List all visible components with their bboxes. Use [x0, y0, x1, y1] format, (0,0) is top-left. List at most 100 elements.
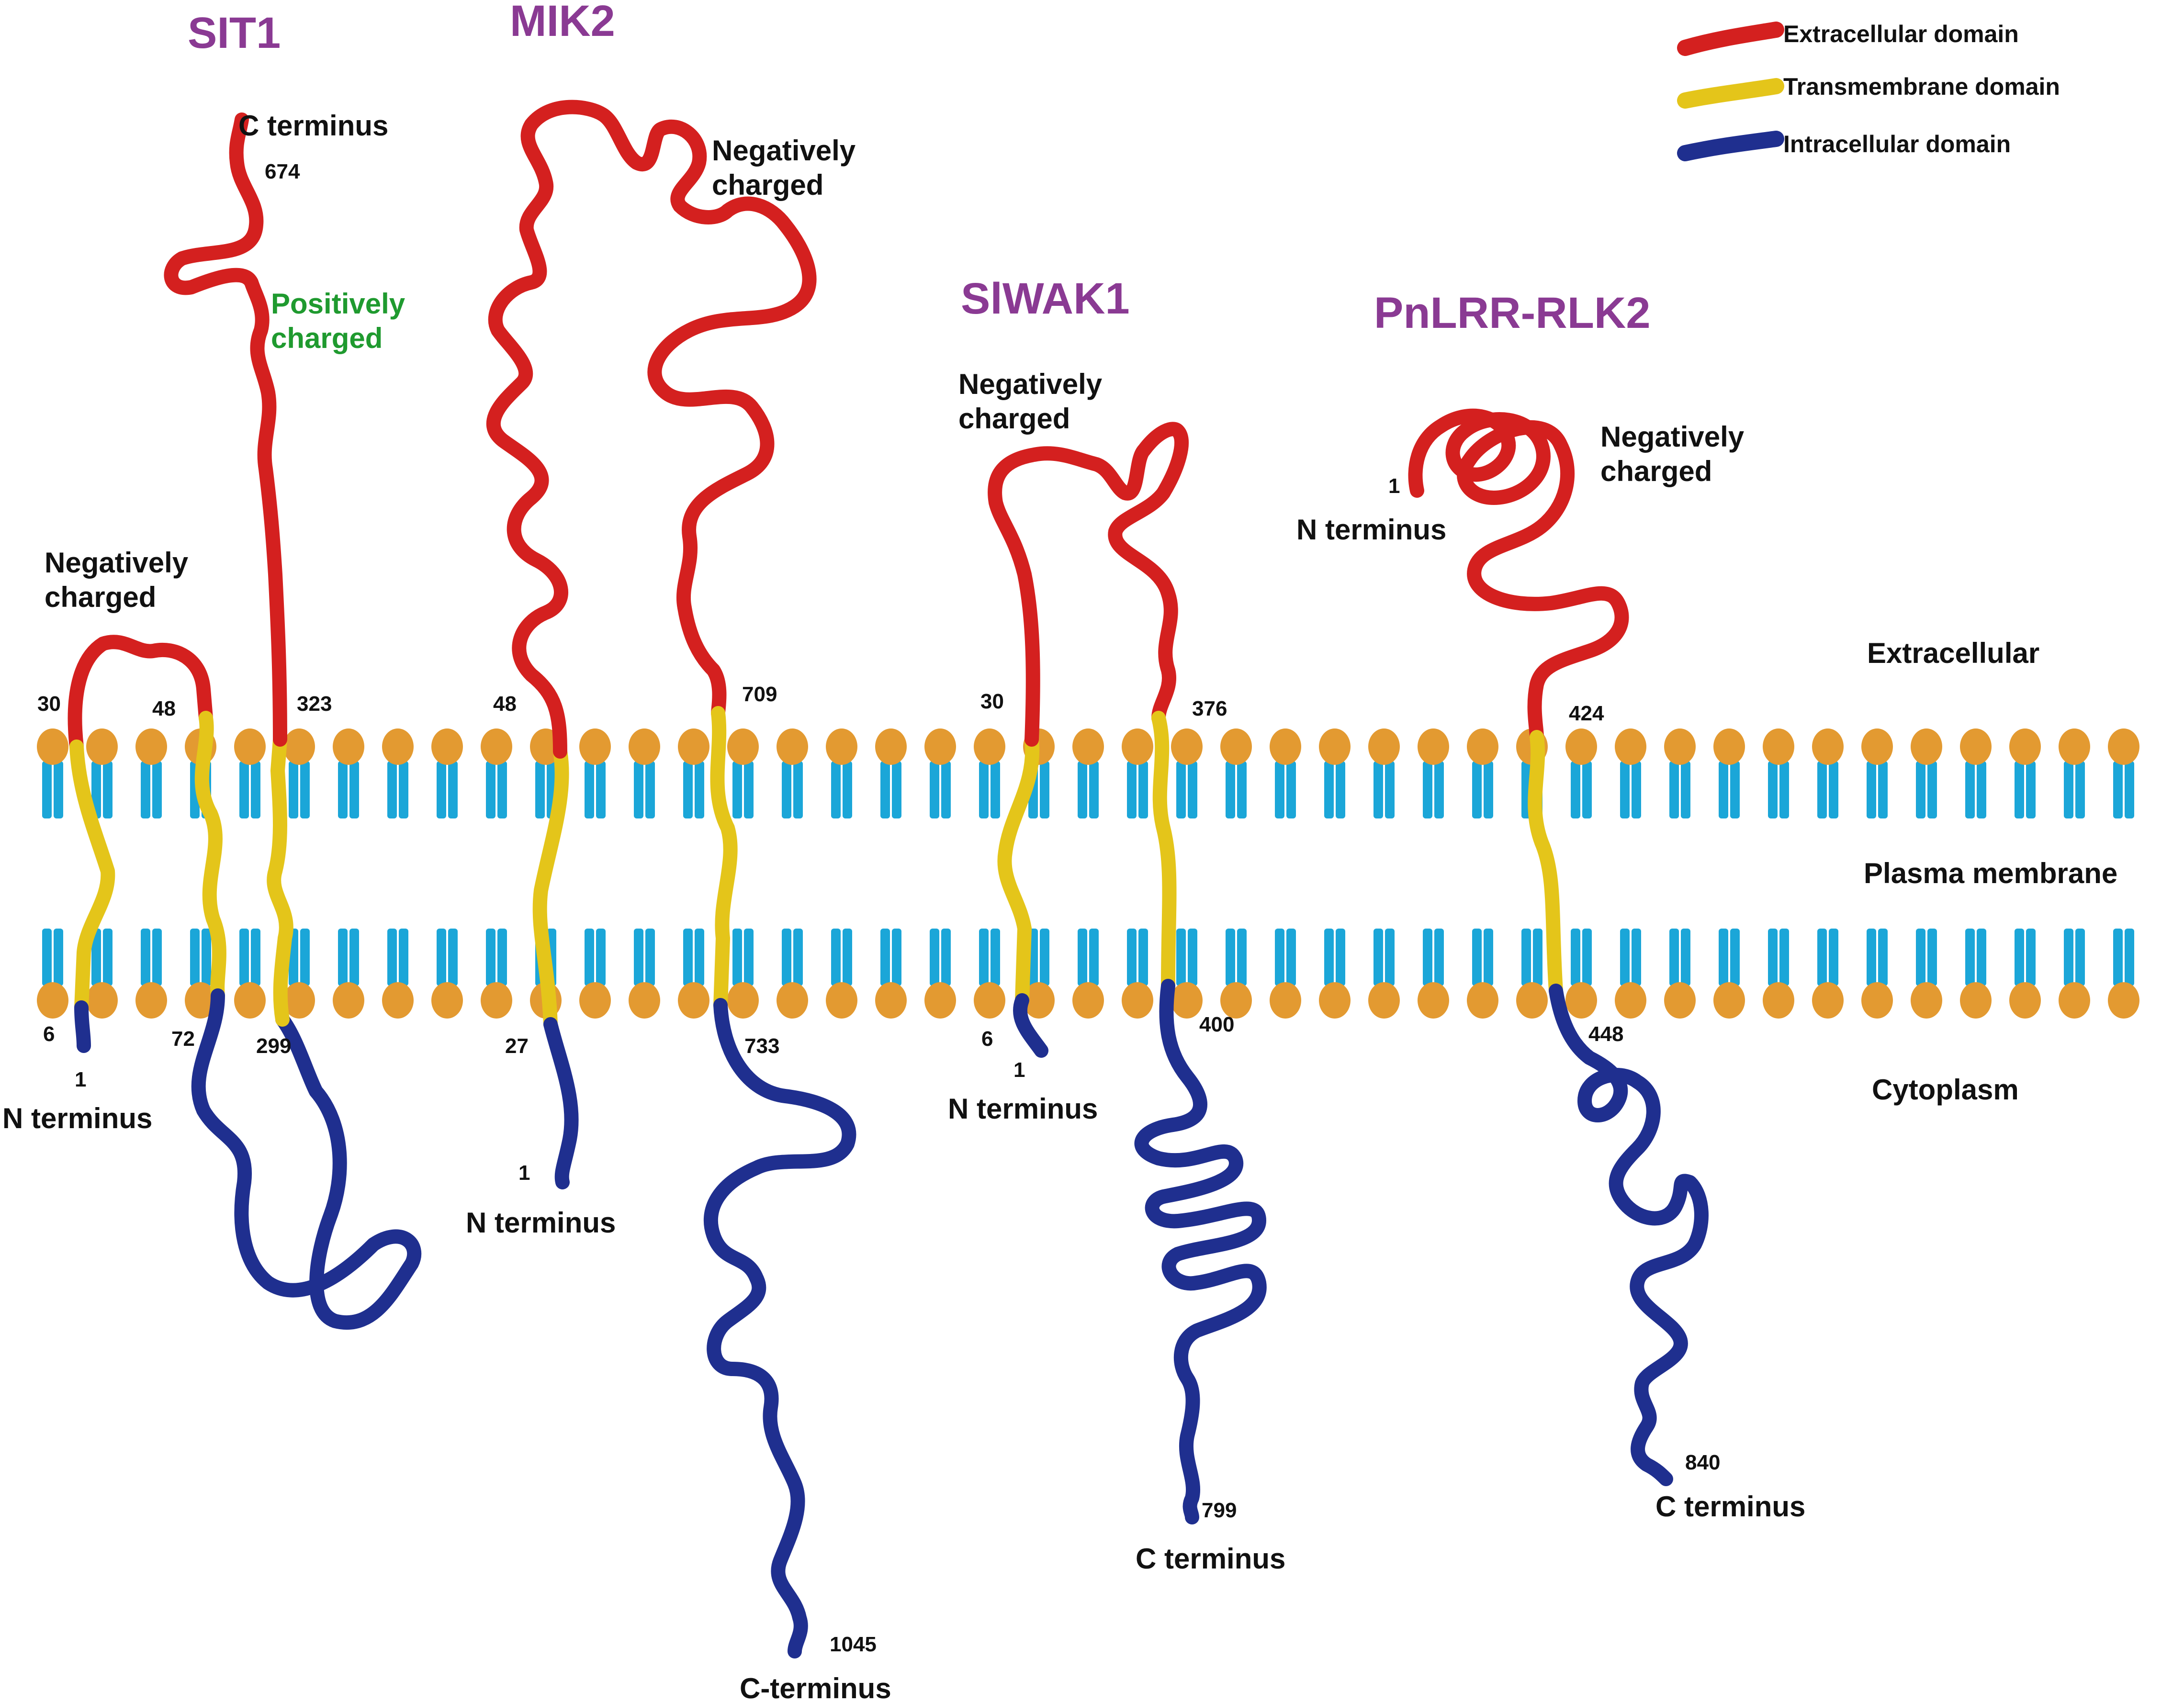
lipid-head	[1861, 728, 1893, 765]
lipid-head	[1220, 728, 1252, 765]
siwak1-n-terminus-label: N terminus	[948, 1093, 1098, 1125]
lipid-head	[1368, 728, 1400, 765]
region-cytoplasm-label: Cytoplasm	[1872, 1074, 2019, 1106]
lipid-molecule	[1467, 728, 1498, 818]
lipid-head	[974, 982, 1005, 1019]
lipid-head	[333, 728, 364, 765]
lipid-tail	[1188, 929, 1197, 986]
lipid-tail	[141, 929, 150, 986]
lipid-tail	[2125, 761, 2134, 818]
sit1-residue-1: 1	[75, 1068, 86, 1091]
lipid-head	[1763, 728, 1794, 765]
lipid-tail	[190, 929, 200, 986]
sit1-tm-helix-2	[194, 711, 226, 1003]
lipid-head	[1467, 728, 1498, 765]
lipid-molecule	[579, 728, 611, 818]
lipid-tail	[2113, 929, 2123, 986]
lipid-molecule	[1122, 929, 1153, 1019]
lipid-molecule	[234, 929, 266, 1019]
lipid-tail	[880, 929, 890, 986]
lipid-tail	[1977, 929, 1986, 986]
pnlrr-rlk2-tm-helix	[1528, 730, 1563, 998]
lipid-tail	[486, 929, 495, 986]
lipid-head	[1171, 982, 1203, 1019]
lipid-tail	[1176, 761, 1186, 818]
lipid-head	[1072, 982, 1104, 1019]
lipid-tail	[1040, 929, 1049, 986]
lipid-tail	[497, 761, 507, 818]
lipid-tail	[497, 929, 507, 986]
lipid-molecule	[1319, 728, 1351, 818]
lipid-head	[826, 728, 857, 765]
lipid-tail	[892, 761, 901, 818]
lipid-head	[727, 982, 759, 1019]
lipid-head	[826, 982, 857, 1019]
lipid-molecule	[678, 728, 709, 818]
lipid-tail	[2026, 761, 2036, 818]
sit1-protein	[68, 112, 422, 1330]
lipid-tail	[399, 761, 408, 818]
lipid-tail	[1484, 761, 1493, 818]
lipid-tail	[1226, 929, 1235, 986]
sit1-n-tail	[74, 1000, 91, 1053]
lipid-tail	[1521, 929, 1531, 986]
lipid-tail	[1916, 761, 1925, 818]
lipid-tail	[289, 761, 298, 818]
lipid-head	[135, 728, 167, 765]
siwak1-residue-30: 30	[980, 690, 1004, 713]
lipid-head	[283, 728, 315, 765]
lipid-tail	[1927, 761, 1937, 818]
lipid-tail	[1878, 929, 1888, 986]
lipid-head	[1270, 982, 1301, 1019]
lipid-tail	[1916, 929, 1925, 986]
lipid-molecule	[2059, 929, 2090, 1019]
lipid-tail	[1127, 761, 1137, 818]
lipid-tail	[300, 929, 310, 986]
lipid-tail	[991, 761, 1000, 818]
pnlrr-rlk2-residue-1: 1	[1388, 474, 1400, 498]
lipid-tail	[831, 761, 841, 818]
lipid-tail	[1681, 761, 1690, 818]
lipid-tail	[634, 761, 643, 818]
sit1-tm-helix-1	[69, 739, 115, 1015]
lipid-molecule	[777, 728, 808, 818]
legend-label-extracellular: Extracellular domain	[1783, 21, 2019, 47]
siwak1-residue-400: 400	[1199, 1013, 1234, 1036]
lipid-tail	[91, 761, 101, 818]
lipid-tail	[437, 761, 446, 818]
lipid-head	[382, 982, 414, 1019]
lipid-head	[1319, 982, 1351, 1019]
lipid-head	[1911, 982, 1942, 1019]
lipid-tail	[300, 761, 310, 818]
lipid-head	[86, 728, 118, 765]
lipid-head	[481, 728, 512, 765]
lipid-tail	[732, 761, 742, 818]
lipid-head	[1072, 728, 1104, 765]
lipid-tail	[892, 929, 901, 986]
lipid-tail	[1138, 929, 1148, 986]
lipid-tail	[239, 929, 249, 986]
lipid-tail	[1620, 761, 1630, 818]
siwak1-residue-799: 799	[1202, 1499, 1237, 1522]
lipid-tail	[103, 761, 113, 818]
lipid-head	[1664, 982, 1696, 1019]
siwak1-intracellular-domain	[1134, 979, 1267, 1524]
sit1-residue-323: 323	[297, 692, 332, 716]
lipid-tail	[349, 761, 359, 818]
lipid-head	[2059, 982, 2090, 1019]
lipid-head	[1615, 728, 1646, 765]
lipid-molecule	[2009, 728, 2041, 818]
lipid-head	[1713, 982, 1745, 1019]
mik2-extracellular-domain	[486, 100, 817, 759]
lipid-tail	[448, 761, 458, 818]
lipid-tail	[585, 761, 594, 818]
lipid-molecule	[579, 929, 611, 1019]
lipid-tail	[103, 929, 113, 986]
lipid-tail	[1669, 761, 1679, 818]
lipid-molecule	[283, 929, 315, 1019]
lipid-tail	[744, 761, 754, 818]
lipid-head	[234, 728, 266, 765]
lipid-molecule	[727, 929, 759, 1019]
lipid-tail	[941, 929, 951, 986]
